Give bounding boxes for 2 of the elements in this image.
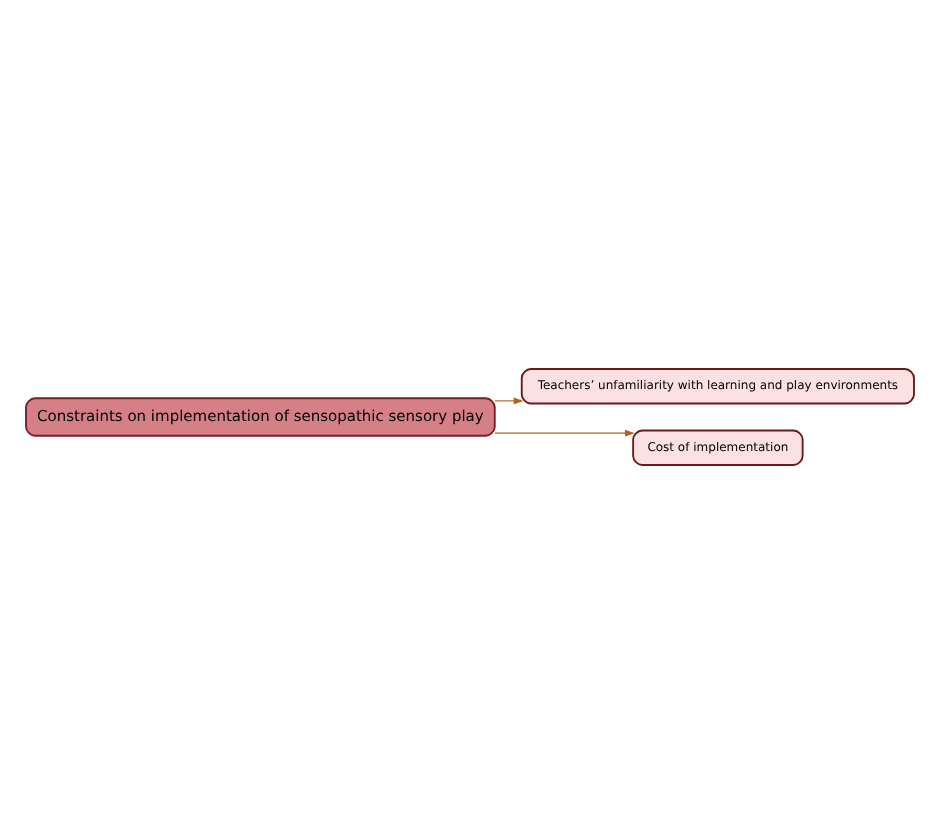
arrow — [494, 396, 524, 404]
arrow — [494, 428, 635, 436]
